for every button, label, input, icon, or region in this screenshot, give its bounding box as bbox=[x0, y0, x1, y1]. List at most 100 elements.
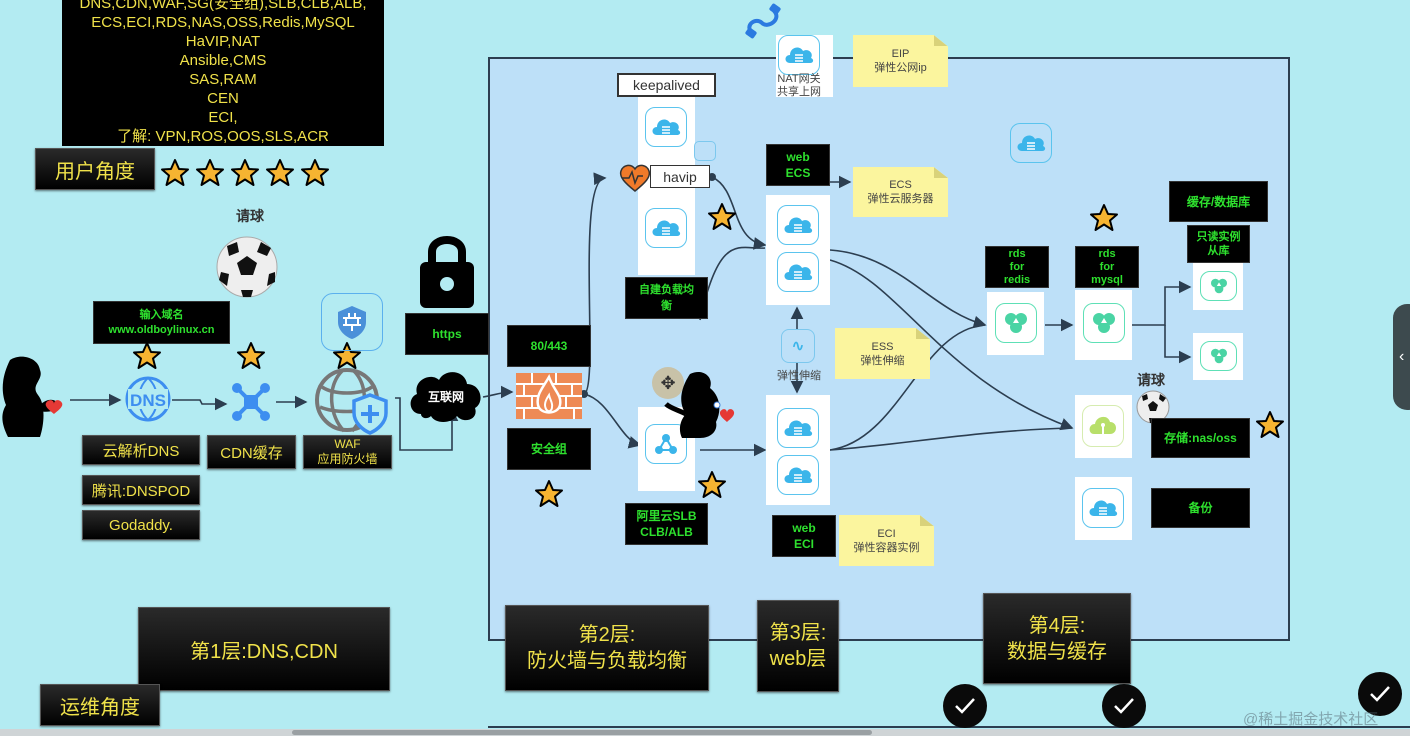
layer3-title: 第3层: web层 bbox=[757, 600, 839, 692]
nat-label-line1: NAT网关 bbox=[777, 73, 821, 85]
layer4-title-line1: 第4层: bbox=[1028, 614, 1086, 637]
horizontal-scrollbar[interactable] bbox=[0, 729, 1410, 736]
layer4-title-line2: 数据与缓存 bbox=[1007, 640, 1107, 663]
domain-input-title: 输入域名 bbox=[139, 308, 184, 321]
connector-plug-icon bbox=[745, 3, 781, 39]
star-icon bbox=[333, 342, 361, 369]
readonly-replica-label: 只读实例 从库 bbox=[1187, 225, 1250, 263]
arrow-internet-firewall bbox=[482, 385, 514, 399]
mysql-icon bbox=[1083, 303, 1125, 343]
vip-small-icon bbox=[694, 141, 716, 161]
arrow-waf-internet bbox=[395, 397, 459, 451]
cache-db-label: 缓存/数据库 bbox=[1169, 181, 1268, 222]
services-line: DNS,CDN,WAF,SG(安全组),SLB,CLB,ALB, bbox=[79, 0, 367, 12]
star-icon bbox=[535, 480, 563, 507]
layer3-title-line1: 第3层: bbox=[769, 622, 827, 644]
redis-icon bbox=[995, 303, 1037, 343]
star-icon bbox=[231, 159, 259, 186]
storage-icon bbox=[1082, 405, 1124, 447]
ops-perspective-label: 运维角度 bbox=[40, 684, 160, 726]
aliyun-slb-line1: 阿里云SLB bbox=[636, 509, 697, 523]
star-icon bbox=[161, 159, 189, 186]
note-eci-desc: 弹性容器实例 bbox=[853, 541, 920, 554]
internet-cloud-icon bbox=[410, 372, 481, 422]
services-line: SAS,RAM bbox=[189, 71, 257, 88]
rds-mysql-line: mysql bbox=[1091, 273, 1123, 286]
rds-mysql-label: rds for mysql bbox=[1075, 246, 1139, 288]
auto-scaling-icon: ∿ bbox=[781, 329, 815, 363]
services-line: 了解: VPN,ROS,OOS,SLS,ACR bbox=[117, 128, 329, 145]
rds-redis-label: rds for redis bbox=[985, 246, 1049, 288]
user-silhouette-icon bbox=[2, 356, 63, 437]
internet-label: 互联网 bbox=[427, 390, 464, 404]
replica-icon bbox=[1200, 341, 1237, 371]
readonly-line1: 只读实例 bbox=[1196, 231, 1241, 243]
web-ecs-label: web ECS bbox=[766, 144, 830, 186]
rds-mysql-line: for bbox=[1099, 260, 1115, 273]
note-ess-title: ESS bbox=[871, 340, 894, 353]
layer4-title: 第4层: 数据与缓存 bbox=[983, 593, 1131, 684]
services-line: ECS,ECI,RDS,NAS,OSS,Redis,MySQL bbox=[91, 14, 355, 31]
server-cloud-icon bbox=[645, 208, 687, 248]
layer2-title: 第2层: 防火墙与负载均衡 bbox=[505, 605, 709, 691]
domain-input-box: 输入域名 www.oldboylinux.cn bbox=[93, 301, 230, 344]
cloud-server-icon bbox=[1010, 123, 1052, 163]
services-line: ECI, bbox=[208, 109, 238, 126]
ball-label-2: 请球 bbox=[1137, 372, 1165, 388]
port-label: 80/443 bbox=[507, 325, 591, 367]
server-cloud-icon bbox=[645, 107, 687, 147]
havip-label: havip bbox=[650, 165, 710, 188]
note-ess: ESS 弹性伸缩 bbox=[835, 328, 930, 379]
cdn-icon bbox=[232, 383, 270, 421]
web-ecs-line1: web bbox=[786, 150, 810, 164]
eci-server-icon bbox=[777, 455, 819, 495]
watermark: @稀土掘金技术社区 bbox=[1243, 711, 1379, 728]
star-icon bbox=[266, 159, 294, 186]
note-ecs-desc: 弹性云服务器 bbox=[867, 193, 934, 205]
web-eci-line2: ECI bbox=[793, 537, 814, 551]
rating-stars bbox=[160, 158, 340, 192]
arrow-havip-ecs bbox=[711, 176, 767, 250]
ecs-server-icon bbox=[777, 252, 819, 292]
services-line: Ansible,CMS bbox=[179, 52, 267, 69]
rds-mysql-line: rds bbox=[1098, 247, 1116, 260]
note-ecs-title: ECS bbox=[889, 179, 912, 191]
services-panel: DNS,CDN,WAF,SG(安全组),SLB,CLB,ALB, ECS,ECI… bbox=[62, 0, 384, 146]
rds-redis-line: rds bbox=[1008, 247, 1026, 260]
check-icon bbox=[943, 684, 987, 728]
bottom-divider bbox=[488, 726, 1410, 728]
web-ecs-line2: ECS bbox=[785, 166, 811, 180]
arrow-firewall-slb bbox=[583, 393, 642, 449]
dns-icon: DNS bbox=[125, 376, 171, 422]
silhouette-figure-icon[interactable] bbox=[660, 370, 740, 442]
keepalived-label: keepalived bbox=[617, 73, 716, 97]
star-icon bbox=[133, 342, 161, 369]
side-panel-toggle[interactable]: ‹ bbox=[1393, 304, 1410, 410]
dns-provider-dnspod: 腾讯:DNSPOD bbox=[82, 475, 200, 505]
soccer-ball-icon bbox=[216, 236, 278, 298]
heartbeat-icon bbox=[619, 164, 651, 192]
services-line: CEN bbox=[207, 90, 239, 107]
layer1-title: 第1层:DNS,CDN bbox=[138, 607, 390, 691]
note-eci: ECI 弹性容器实例 bbox=[839, 515, 934, 566]
star-icon bbox=[301, 159, 329, 186]
scrollbar-thumb[interactable] bbox=[292, 730, 872, 735]
layer3-title-line2: web层 bbox=[769, 648, 827, 670]
firewall-shield-icon bbox=[338, 306, 366, 339]
aliyun-slb-line2: CLB/ALB bbox=[640, 525, 693, 539]
star-icon bbox=[1090, 204, 1118, 231]
replica-icon bbox=[1200, 271, 1237, 301]
nat-label-line2: 共享上网 bbox=[777, 86, 821, 98]
dns-provider-godaddy: Godaddy. bbox=[82, 510, 200, 540]
web-eci-line1: web bbox=[792, 521, 816, 535]
layer2-title-line1: 第2层: bbox=[578, 624, 636, 646]
backup-label: 备份 bbox=[1151, 488, 1250, 528]
move-handle-icon[interactable]: ✥ bbox=[652, 367, 684, 399]
backup-cloud-icon bbox=[1082, 488, 1124, 528]
waf-label: WAF 应用防火墙 bbox=[303, 435, 392, 469]
lock-icon bbox=[420, 236, 474, 308]
note-ess-desc: 弹性伸缩 bbox=[860, 354, 905, 367]
layer2-title-line2: 防火墙与负载均衡 bbox=[527, 650, 687, 672]
note-ecs: ECS 弹性云服务器 bbox=[853, 167, 948, 217]
note-eci-title: ECI bbox=[877, 527, 896, 540]
